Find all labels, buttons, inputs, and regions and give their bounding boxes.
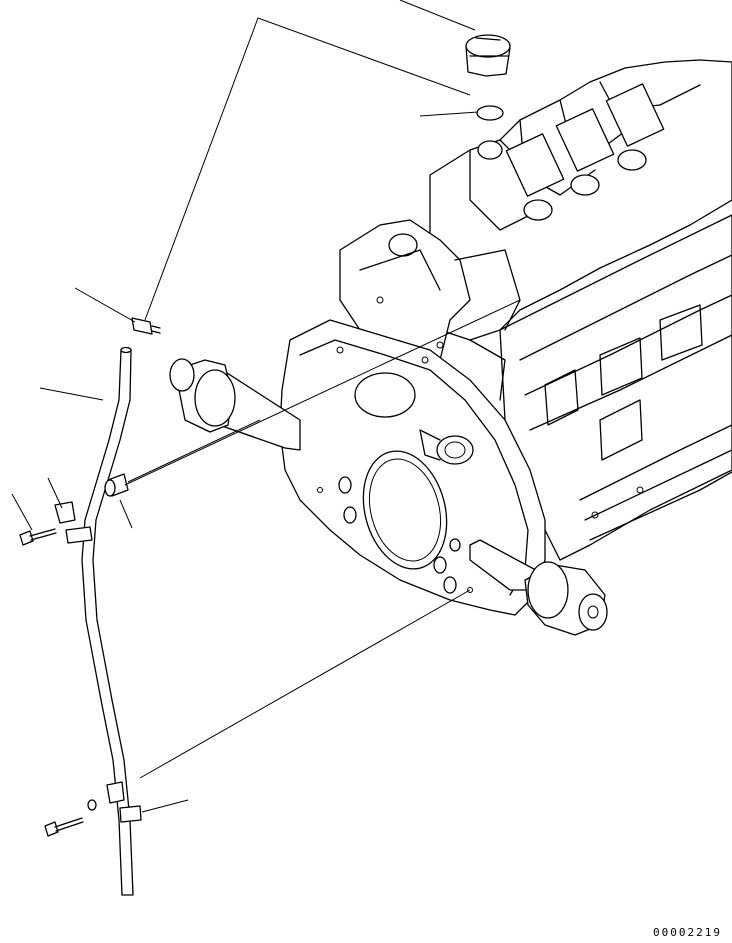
engine-mount-left: [169, 358, 301, 451]
dipstick-tube: [81, 346, 134, 896]
tube-band-lower: [119, 805, 142, 823]
bracket-lower: [106, 781, 125, 804]
bolt-lower: [44, 799, 97, 837]
oil-filler-cap: [465, 34, 511, 77]
bolt-upper: [19, 528, 57, 546]
drawing-code: 00002219: [653, 926, 722, 939]
tube-band-upper: [65, 526, 93, 544]
bracket-upper: [54, 501, 76, 524]
leader-lines: [11, 0, 521, 813]
engine-block: [339, 59, 732, 561]
washer-icon: [87, 799, 97, 811]
plug-connector: [131, 317, 161, 335]
spacer-collar: [104, 473, 129, 497]
o-ring: [476, 105, 504, 121]
engine-mount-right: [469, 539, 608, 636]
